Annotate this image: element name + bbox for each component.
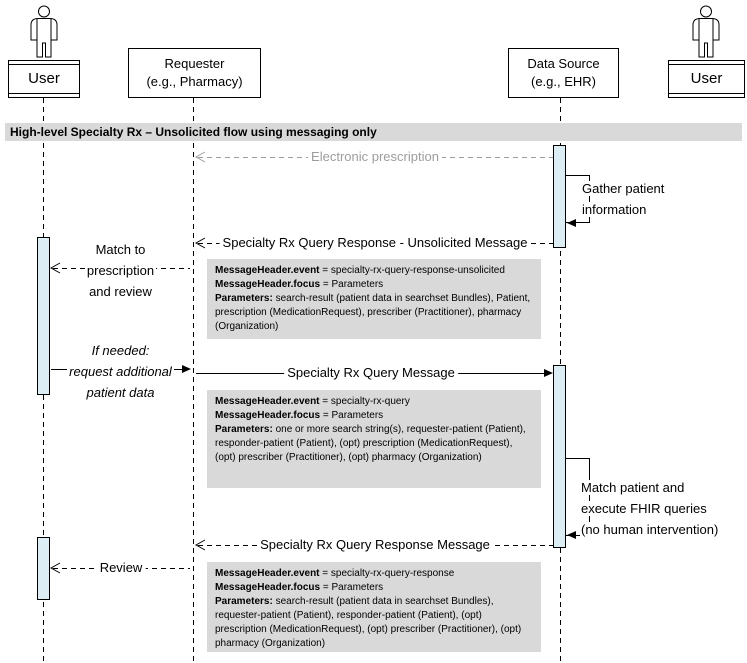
- label-if-needed: If needed: request additional patient da…: [67, 343, 174, 400]
- activation-data-source-1: [553, 145, 566, 248]
- self-message-match-patient: [566, 458, 590, 536]
- decorative-line: [669, 64, 744, 65]
- actor-data-source-line1: Data Source: [527, 56, 600, 71]
- filled-arrowhead-left: [567, 531, 576, 539]
- filled-arrowhead-right: [182, 365, 191, 373]
- message-label-query-response: Specialty Rx Query Response Message: [257, 537, 493, 553]
- decorative-line: [669, 93, 744, 94]
- actor-user-left-label: User: [28, 70, 60, 87]
- actor-user-left: User: [8, 60, 80, 98]
- person-icon: [692, 5, 720, 58]
- open-arrowhead-left: [195, 539, 206, 551]
- open-arrowhead-left: [50, 562, 61, 574]
- diagram-title: High-level Specialty Rx – Unsolicited fl…: [5, 123, 742, 141]
- message-label-electronic-prescription: Electronic prescription: [308, 149, 442, 165]
- note-query-message: MessageHeader.event = specialty-rx-query…: [207, 390, 541, 488]
- actor-requester-line2: (e.g., Pharmacy): [146, 74, 243, 89]
- self-message-gather: [566, 175, 590, 223]
- message-label-query-message: Specialty Rx Query Message: [284, 365, 458, 381]
- open-arrowhead-left: [195, 237, 206, 249]
- filled-arrowhead-left: [567, 219, 576, 227]
- actor-requester: Requester (e.g., Pharmacy): [128, 48, 261, 98]
- message-label-review: Review: [96, 560, 146, 576]
- label-match-patient: Match patient and execute FHIR queries (…: [580, 480, 720, 537]
- open-arrowhead-left: [195, 151, 206, 163]
- lifeline-requester: [193, 98, 194, 663]
- label-gather-patient: Gather patient information: [581, 181, 666, 217]
- decorative-line: [9, 93, 79, 94]
- activation-user-2: [37, 537, 50, 600]
- actor-user-right: User: [668, 60, 745, 98]
- open-arrowhead-left: [50, 262, 61, 274]
- activation-user-1: [37, 237, 50, 395]
- message-label-query-response-unsolicited: Specialty Rx Query Response - Unsolicite…: [219, 235, 531, 251]
- actor-requester-line1: Requester: [164, 56, 225, 71]
- actor-data-source: Data Source (e.g., EHR): [508, 48, 619, 98]
- actor-user-right-label: User: [690, 70, 723, 87]
- filled-arrowhead-right: [544, 369, 553, 377]
- decorative-line: [9, 64, 79, 65]
- person-icon: [30, 5, 58, 58]
- actor-data-source-line2: (e.g., EHR): [530, 74, 596, 89]
- label-match-to-review: Match to prescription and review: [84, 242, 157, 299]
- activation-data-source-2: [553, 365, 566, 548]
- note-query-response-unsolicited: MessageHeader.event = specialty-rx-query…: [207, 259, 541, 339]
- note-query-response: MessageHeader.event = specialty-rx-query…: [207, 562, 541, 652]
